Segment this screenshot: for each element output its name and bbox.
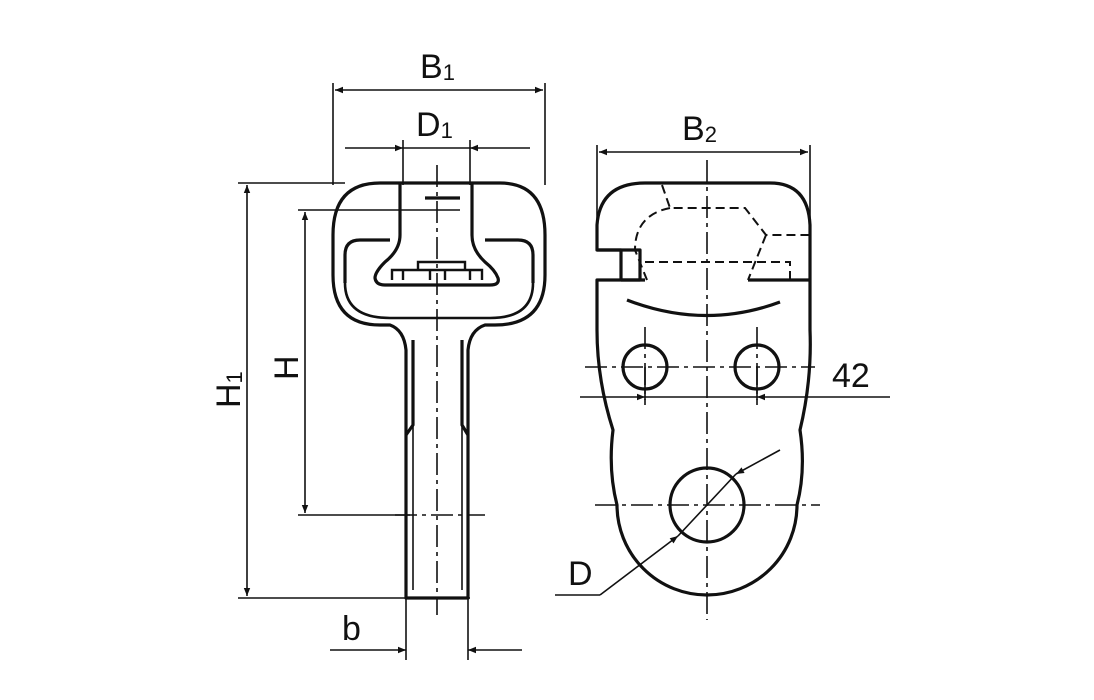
label-d1: D1	[416, 106, 453, 144]
label-b2: B2	[682, 110, 717, 148]
label-h: H	[268, 355, 306, 380]
dimensions-left	[238, 83, 546, 660]
label-d: D	[568, 555, 593, 593]
label-h1: H1	[210, 371, 248, 408]
head-outline	[331, 181, 547, 600]
hidden-lines	[633, 184, 810, 281]
front-view	[331, 165, 547, 615]
dimensions-right	[555, 145, 890, 596]
label-b: b	[342, 610, 361, 648]
label-b1: B1	[420, 48, 455, 86]
side-view	[585, 160, 820, 620]
arc-mark	[626, 298, 781, 318]
label-42: 42	[832, 357, 870, 395]
side-outline	[595, 181, 812, 597]
